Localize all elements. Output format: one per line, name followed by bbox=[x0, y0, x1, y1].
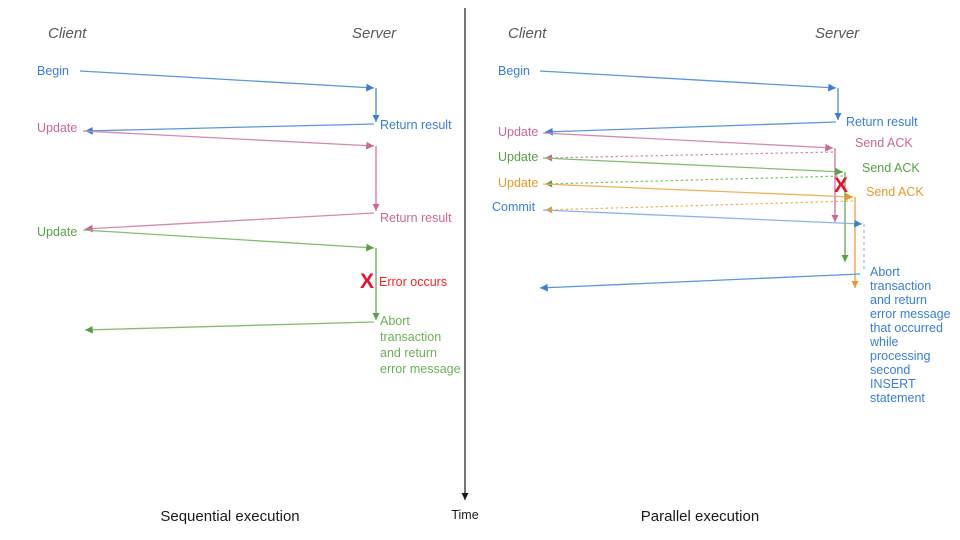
right-msg-return-result: Return result bbox=[544, 115, 918, 136]
right-arrow-update-1 bbox=[542, 132, 834, 152]
right-note-abort-line3: and return bbox=[870, 293, 927, 307]
right-label-return-result: Return result bbox=[846, 115, 918, 129]
right-msg-begin: Begin bbox=[498, 64, 842, 120]
right-msg-abort: Abort transaction and return error messa… bbox=[539, 265, 951, 405]
left-label-begin: Begin bbox=[37, 64, 69, 78]
left-label-update-1: Update bbox=[37, 121, 77, 135]
left-note-abort-line1: Abort bbox=[380, 314, 410, 328]
left-msg-update-2: Update bbox=[37, 225, 380, 320]
right-client-lane-title: Client bbox=[508, 25, 547, 42]
left-arrow-update-1 bbox=[82, 130, 375, 150]
right-label-begin: Begin bbox=[498, 64, 530, 78]
right-error-marker: X bbox=[834, 174, 848, 197]
right-note-abort-line1: Abort bbox=[870, 265, 900, 279]
right-note-abort-line8: second bbox=[870, 363, 910, 377]
left-label-return-result-1: Return result bbox=[380, 118, 452, 132]
time-axis: Time bbox=[451, 8, 479, 522]
left-note-abort-line2: transaction bbox=[380, 330, 441, 344]
left-msg-update-1: Update bbox=[37, 121, 380, 211]
left-server-lane-title: Server bbox=[352, 25, 397, 42]
left-label-return-result-2: Return result bbox=[380, 211, 452, 225]
right-label-send-ack-2: Send ACK bbox=[862, 161, 920, 175]
right-label-update-2: Update bbox=[498, 150, 538, 164]
right-label-update-3: Update bbox=[498, 176, 538, 190]
error-x-icon: X bbox=[834, 174, 848, 197]
right-label-send-ack-3: Send ACK bbox=[866, 185, 924, 199]
left-msg-begin: Begin bbox=[37, 64, 380, 122]
right-label-commit: Commit bbox=[492, 200, 536, 214]
left-arrow-begin bbox=[79, 70, 375, 92]
time-axis-label: Time bbox=[451, 508, 478, 522]
error-x-icon: X bbox=[360, 270, 374, 293]
left-note-abort-line4: error message bbox=[380, 362, 461, 376]
left-arrow-return-1 bbox=[84, 123, 375, 135]
right-note-abort-line4: error message bbox=[870, 307, 951, 321]
right-msg-update-2: Update Send ACK bbox=[498, 150, 920, 262]
left-client-lane-title: Client bbox=[48, 25, 87, 42]
right-note-abort-line7: processing bbox=[870, 349, 930, 363]
left-arrow-return-2 bbox=[84, 212, 375, 233]
right-arrow-abort bbox=[539, 273, 861, 292]
right-note-abort-line2: transaction bbox=[870, 279, 931, 293]
right-msg-update-1: Update Send ACK bbox=[498, 125, 913, 222]
left-error-marker: X Error occurs bbox=[360, 270, 447, 293]
right-arrow-update-3 bbox=[542, 183, 854, 201]
left-arrow-abort bbox=[84, 321, 375, 334]
right-server-lane-title: Server bbox=[815, 25, 860, 42]
left-label-update-2: Update bbox=[37, 225, 77, 239]
panel-sequential: Client Server Begin Return result Update… bbox=[37, 25, 461, 525]
right-arrow-commit bbox=[542, 209, 863, 228]
right-note-abort-line10: statement bbox=[870, 391, 925, 405]
left-msg-return-result-1: Return result bbox=[84, 118, 452, 135]
left-msg-return-result-2: Return result bbox=[84, 211, 452, 233]
right-note-abort-line6: while bbox=[869, 335, 899, 349]
panel-parallel: Client Server Begin Return result Update… bbox=[492, 25, 951, 525]
right-note-abort-line9: INSERT bbox=[870, 377, 916, 391]
right-msg-commit: Commit bbox=[492, 200, 865, 272]
right-label-update-1: Update bbox=[498, 125, 538, 139]
right-arrow-begin bbox=[539, 70, 837, 92]
left-panel-caption: Sequential execution bbox=[160, 508, 299, 525]
right-panel-caption: Parallel execution bbox=[641, 508, 759, 525]
right-arrow-return-result bbox=[544, 121, 837, 136]
right-arrow-ack-1 bbox=[544, 151, 834, 162]
left-msg-abort: Abort transaction and return error messa… bbox=[84, 314, 461, 376]
left-note-abort-line3: and return bbox=[380, 346, 437, 360]
right-note-abort-line5: that occurred bbox=[870, 321, 943, 335]
right-arrow-update-2 bbox=[542, 157, 844, 176]
right-arrow-ack-3 bbox=[544, 200, 854, 214]
right-arrow-ack-2 bbox=[544, 175, 844, 188]
right-msg-update-3: Update Send ACK bbox=[498, 176, 924, 288]
right-label-send-ack-1: Send ACK bbox=[855, 136, 913, 150]
left-arrow-update-2 bbox=[82, 229, 375, 252]
left-label-error-occurs: Error occurs bbox=[379, 275, 447, 289]
